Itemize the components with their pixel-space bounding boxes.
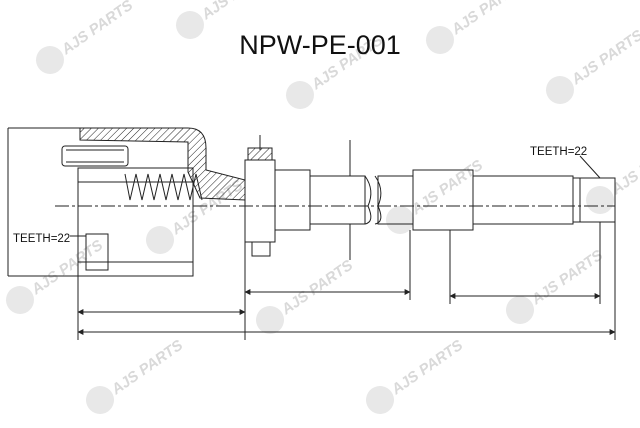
watermark-logo: AJS PARTS <box>256 257 356 334</box>
svg-text:AJS PARTS: AJS PARTS <box>608 137 640 199</box>
svg-text:AJS PARTS: AJS PARTS <box>28 237 106 299</box>
watermark-logo: AJS PARTS <box>506 247 606 324</box>
shaft-segment <box>472 175 574 225</box>
watermark-logo: AJS PARTS <box>366 337 466 414</box>
shaft-segment <box>274 169 311 231</box>
boot-spring <box>124 173 203 201</box>
technical-lines <box>7 127 616 340</box>
watermark-logo: AJS PARTS <box>86 337 186 414</box>
boot-clamp <box>61 145 129 167</box>
svg-text:AJS PARTS: AJS PARTS <box>528 247 606 309</box>
spline-end <box>572 177 616 223</box>
svg-text:AJS PARTS: AJS PARTS <box>198 0 276 24</box>
part-number-title: NPW-PE-001 <box>239 30 401 60</box>
svg-text:AJS PARTS: AJS PARTS <box>108 337 186 399</box>
housing-spline <box>85 233 109 271</box>
shaft-segment <box>309 175 366 225</box>
svg-text:AJS PARTS: AJS PARTS <box>278 257 356 319</box>
svg-text:AJS PARTS: AJS PARTS <box>408 157 486 219</box>
boot-section <box>79 127 246 201</box>
shaft-collar <box>244 159 276 243</box>
teeth-label-right: TEETH=22 <box>530 146 587 158</box>
watermark-group: AJS PARTS AJS PARTS AJS PARTS AJS PARTS … <box>6 0 640 414</box>
svg-text:AJS PARTS: AJS PARTS <box>388 337 466 399</box>
teeth-label-left: TEETH=22 <box>13 233 70 245</box>
joint-housing <box>77 167 194 277</box>
